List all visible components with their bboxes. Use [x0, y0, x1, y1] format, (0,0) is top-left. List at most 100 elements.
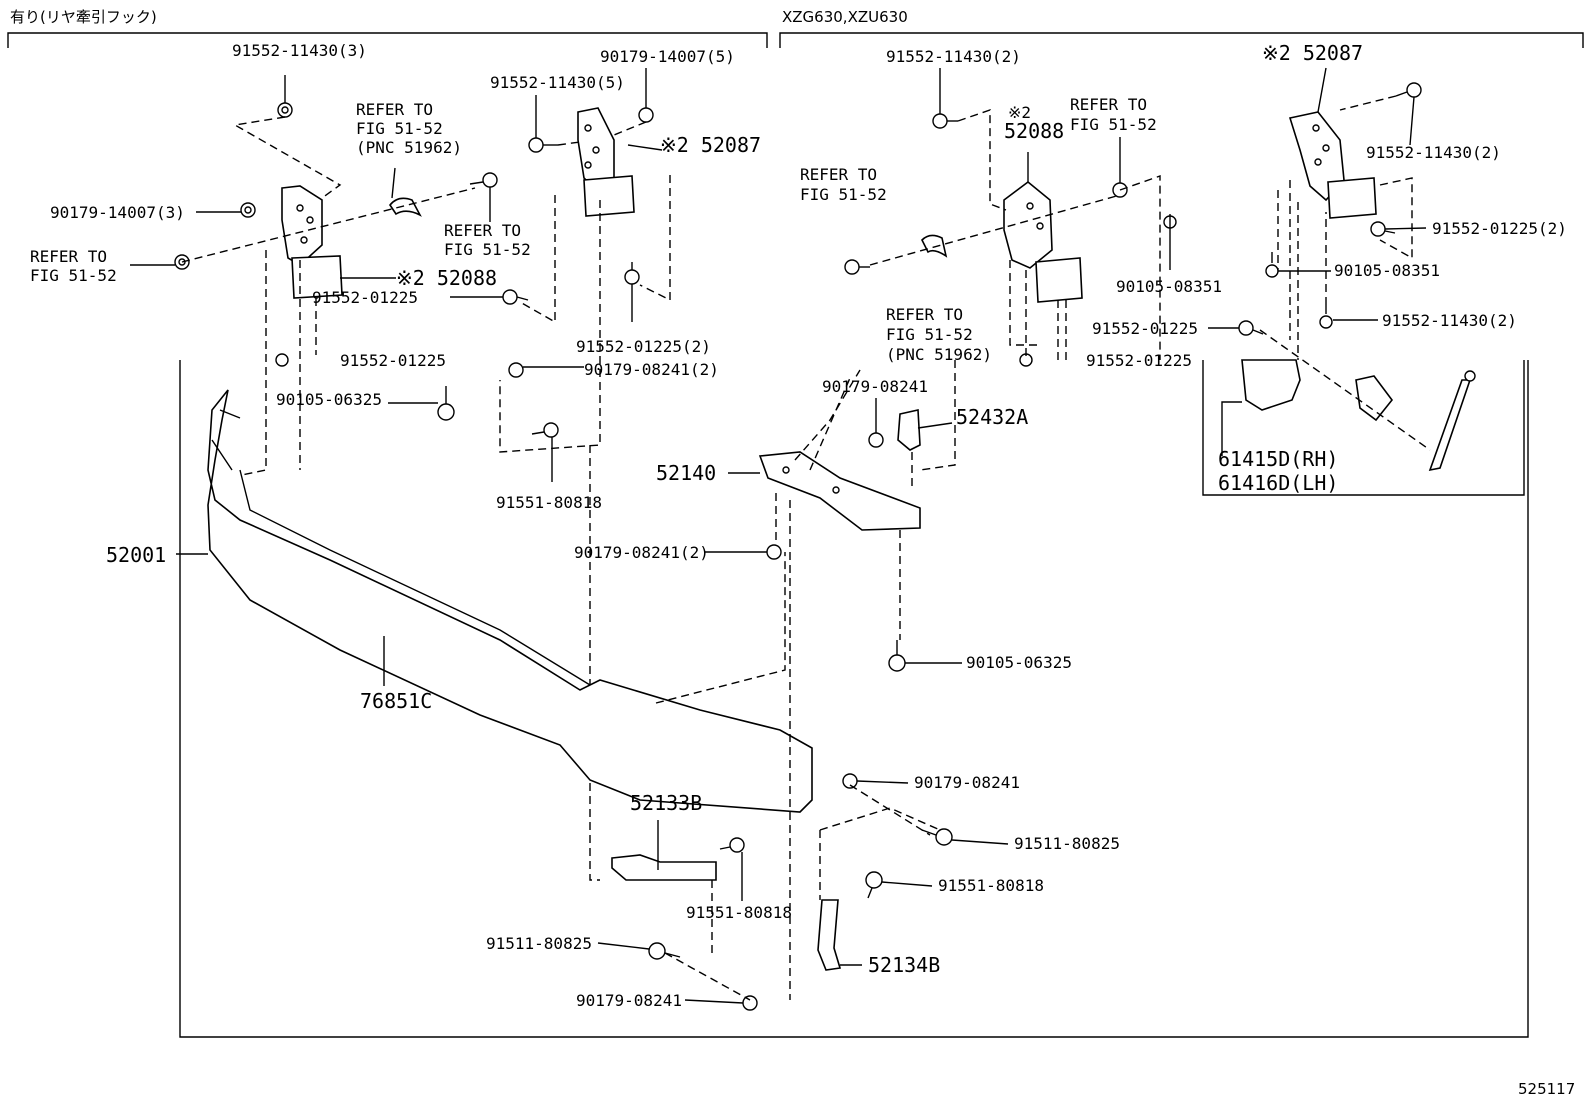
bolt-90105-06325-a — [437, 386, 455, 421]
label-52088-left: ※2 52088 — [396, 266, 497, 290]
nut-90179-08241-2b — [766, 544, 782, 560]
refer-6-line3: (PNC 51962) — [886, 345, 992, 364]
refer-5-line1: REFER TO — [800, 165, 877, 184]
refer-2-line2: FIG 51-52 — [444, 240, 531, 259]
refer-1-line3: (PNC 51962) — [356, 138, 462, 157]
bracket-52088-right — [1003, 180, 1053, 269]
label-90179-14007-5: 90179-14007(5) — [600, 47, 735, 66]
stay-mudguard-a — [1355, 375, 1394, 422]
label-91552-01225-b: 91552-01225 — [340, 351, 446, 370]
stay-mudguard-b — [1428, 379, 1472, 472]
refer-3-line2: FIG 51-52 — [30, 266, 117, 285]
label-52140: 52140 — [656, 461, 716, 485]
bolt-91552-11430-2c — [1319, 305, 1333, 329]
label-52001: 52001 — [106, 543, 166, 567]
plate-52087-left — [583, 175, 635, 217]
label-90105-08351-b: 90105-08351 — [1334, 261, 1440, 280]
bracket-52140 — [758, 451, 921, 531]
label-91552-01225-c: 91552-01225 — [1086, 351, 1192, 370]
label-90179-08241-b: 90179-08241 — [822, 377, 928, 396]
mudguard-61415D — [1241, 359, 1301, 411]
label-90179-08241-2a: 90179-08241(2) — [584, 360, 719, 379]
refer-1-line2: FIG 51-52 — [356, 119, 443, 138]
label-91552-01225-2a: 91552-01225(2) — [576, 337, 711, 356]
refer-5-line2: FIG 51-52 — [800, 185, 887, 204]
label-52432A: 52432A — [956, 405, 1028, 429]
label-90105-08351-a: 90105-08351 — [1116, 277, 1222, 296]
tow-hook-right — [921, 234, 948, 258]
label-90179-14007-3: 90179-14007(3) — [50, 203, 185, 222]
refer-4-line2: FIG 51-52 — [1070, 115, 1157, 134]
label-91552-01225-2b: 91552-01225(2) — [1432, 219, 1567, 238]
nut-90179-14007-3 — [240, 202, 256, 218]
label-52087-right: ※2 52087 — [1262, 41, 1363, 65]
label-91552-11430-2c: 91552-11430(2) — [1382, 311, 1517, 330]
label-52133B: 52133B — [630, 791, 702, 815]
nut-90179-08241-a — [742, 995, 758, 1011]
nut-90179-08241-2a — [508, 362, 524, 378]
label-52088-right: 52088 — [1004, 119, 1064, 143]
bolt-91552-11430-5 — [528, 137, 558, 153]
bracket-52088-left — [281, 185, 323, 266]
label-91551-80818-a: 91551-80818 — [496, 493, 602, 512]
label-91552-11430-5: 91552-11430(5) — [490, 73, 625, 92]
label-76851C: 76851C — [360, 689, 432, 713]
bolt-partial-left — [275, 353, 289, 367]
bolt-91511-80825-b — [921, 828, 953, 846]
refer-6-line2: FIG 51-52 — [886, 325, 973, 344]
bolt-refer-right — [844, 259, 870, 275]
label-91552-01225-d: 91552-01225 — [1092, 319, 1198, 338]
plate-52087-right — [1327, 177, 1377, 219]
bracket-52134B — [817, 899, 842, 971]
bolt-91552-11430-3 — [277, 102, 293, 118]
label-90179-08241-2b: 90179-08241(2) — [574, 543, 709, 562]
bolt-91552-11430-2a — [932, 113, 958, 129]
bolt-90105-08351-a — [1163, 214, 1177, 236]
bolt-90105-06325-b — [888, 640, 906, 672]
figure-number: 525117 — [1518, 1080, 1575, 1098]
label-52087-left: ※2 52087 — [660, 133, 761, 157]
label-91551-80818-c: 91551-80818 — [938, 876, 1044, 895]
bolt-91552-01225-a — [502, 289, 529, 305]
label-52134B: 52134B — [868, 953, 940, 977]
assembly-frame — [179, 360, 1529, 1038]
bolt-90105-08351-b — [1265, 252, 1279, 278]
label-91551-80818-b: 91551-80818 — [686, 903, 792, 922]
nut-90179-08241-c — [842, 773, 858, 789]
left-variant-bracket — [7, 32, 768, 48]
label-90179-08241-c: 90179-08241 — [914, 773, 1020, 792]
label-90105-06325-a: 90105-06325 — [276, 390, 382, 409]
refer-3-line1: REFER TO — [30, 247, 107, 266]
bracket-52432A — [897, 409, 921, 451]
refer-6-line1: REFER TO — [886, 305, 963, 324]
label-52088-right-mark: ※2 — [1008, 103, 1031, 122]
bolt-91552-01225-2a — [624, 262, 640, 285]
plate-52088-left — [291, 255, 343, 299]
bracket-52133B — [611, 854, 717, 881]
label-91552-11430-2b: 91552-11430(2) — [1366, 143, 1501, 162]
bolt-91551-80818-b — [719, 837, 745, 853]
label-91552-11430-2a: 91552-11430(2) — [886, 47, 1021, 66]
label-90105-06325-b: 90105-06325 — [966, 653, 1072, 672]
label-61416D: 61416D(LH) — [1218, 471, 1338, 495]
nut-90179-08241-b — [868, 432, 884, 448]
nut-90179-14007-5 — [638, 107, 654, 123]
right-variant-bracket — [779, 32, 1584, 48]
refer-1-line1: REFER TO — [356, 100, 433, 119]
label-91552-01225-a: 91552-01225 — [312, 288, 418, 307]
refer-4-line1: REFER TO — [1070, 95, 1147, 114]
label-91511-80825-b: 91511-80825 — [1014, 834, 1120, 853]
bolt-91551-80818-c — [865, 871, 883, 899]
header-left: 有り(リヤ牽引フック) — [10, 8, 157, 26]
label-90179-08241-a: 90179-08241 — [576, 991, 682, 1010]
mudguard-frame — [1202, 360, 1525, 496]
bolt-91552-01225-d — [1238, 320, 1264, 336]
bolt-91511-80825-a — [648, 942, 681, 960]
bolt-91552-11430-2b — [1395, 82, 1422, 98]
refer-2-line1: REFER TO — [444, 221, 521, 240]
label-91552-11430-3: 91552-11430(3) — [232, 41, 367, 60]
label-91511-80825-a: 91511-80825 — [486, 934, 592, 953]
bolt-91551-80818-a — [531, 422, 559, 438]
header-right: XZG630,XZU630 — [782, 8, 908, 26]
